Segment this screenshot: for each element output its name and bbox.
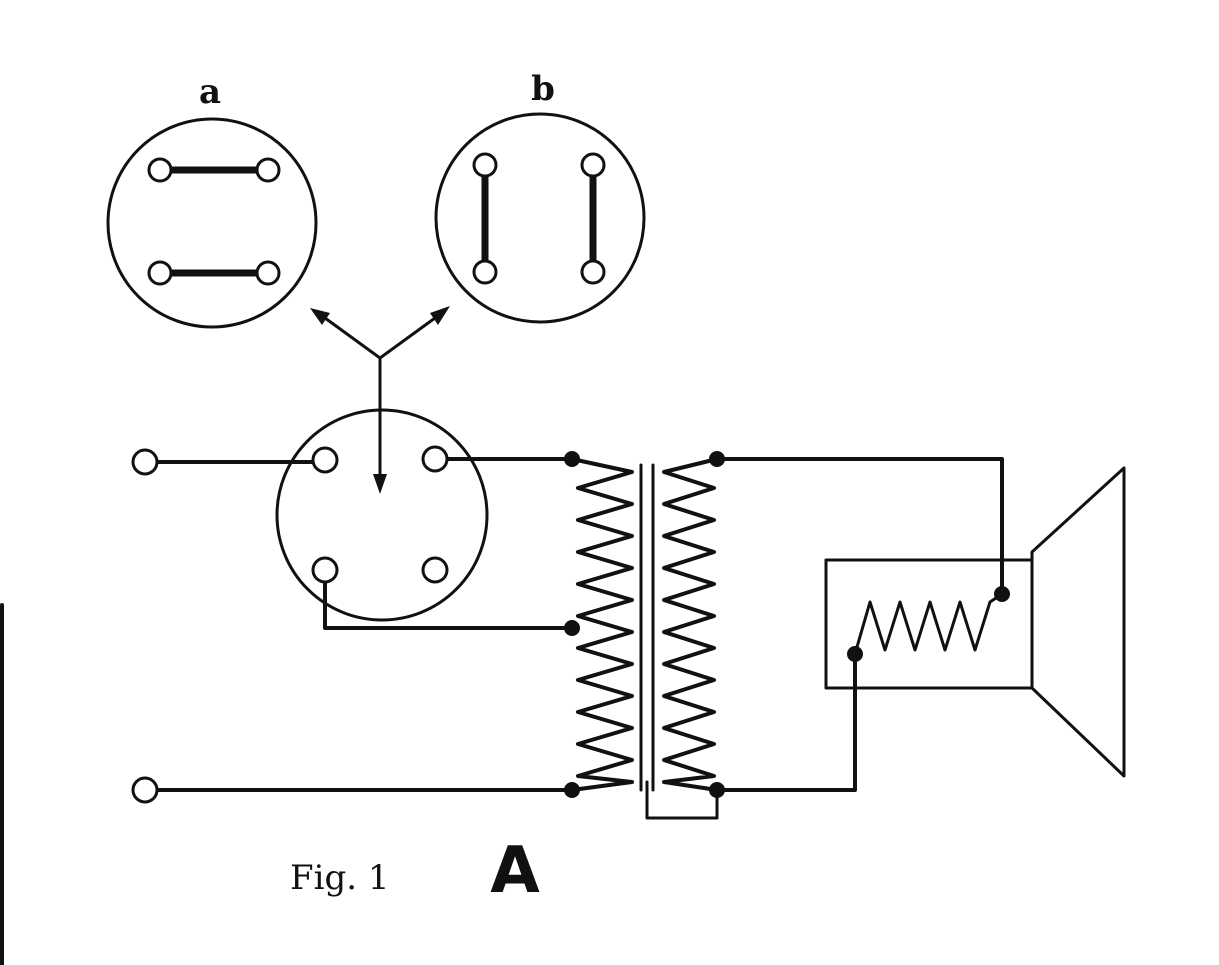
junction-dot xyxy=(564,451,580,467)
inset-a-terminal xyxy=(255,260,281,286)
inset-b: b xyxy=(434,69,646,324)
socket-pin xyxy=(311,446,339,474)
arrow-down-head xyxy=(373,474,387,494)
junction-dot xyxy=(847,646,863,662)
inset-a: a xyxy=(106,72,318,329)
speaker-cone xyxy=(1030,466,1126,778)
figure-caption: Fig. 1 xyxy=(290,858,389,898)
speaker-coil xyxy=(853,592,1004,656)
transformer xyxy=(570,457,719,792)
input-terminal-bottom xyxy=(131,776,159,804)
junction-dot xyxy=(564,782,580,798)
socket-pin xyxy=(421,445,449,473)
socket xyxy=(275,408,489,622)
socket-pin xyxy=(421,556,449,584)
junction-dot xyxy=(709,451,725,467)
inset-b-terminal xyxy=(580,259,606,285)
inset-a-terminal xyxy=(255,157,281,183)
loudspeaker xyxy=(824,466,1126,778)
primary-winding xyxy=(570,457,634,792)
inset-a-terminal xyxy=(147,157,173,183)
arrow-right-head xyxy=(430,306,450,325)
inset-a-label: a xyxy=(199,72,221,112)
junction-dot xyxy=(709,782,725,798)
socket-circle xyxy=(275,408,489,622)
wiring xyxy=(153,457,1004,820)
terminals xyxy=(131,445,1010,804)
inset-b-terminal xyxy=(472,259,498,285)
input-terminal-top xyxy=(131,448,159,476)
inset-b-label: b xyxy=(531,69,555,109)
figure-letter: A xyxy=(490,834,540,908)
selector-arrows xyxy=(310,306,450,494)
junction-dot xyxy=(564,620,580,636)
socket-pin xyxy=(311,556,339,584)
inset-a-terminal xyxy=(147,260,173,286)
inset-b-terminal xyxy=(472,152,498,178)
inset-b-terminal xyxy=(580,152,606,178)
junction-dot xyxy=(994,586,1010,602)
arrow-left-head xyxy=(310,308,330,325)
inset-a-circle xyxy=(106,117,318,329)
secondary-winding xyxy=(662,457,719,792)
inset-b-circle xyxy=(434,112,646,324)
